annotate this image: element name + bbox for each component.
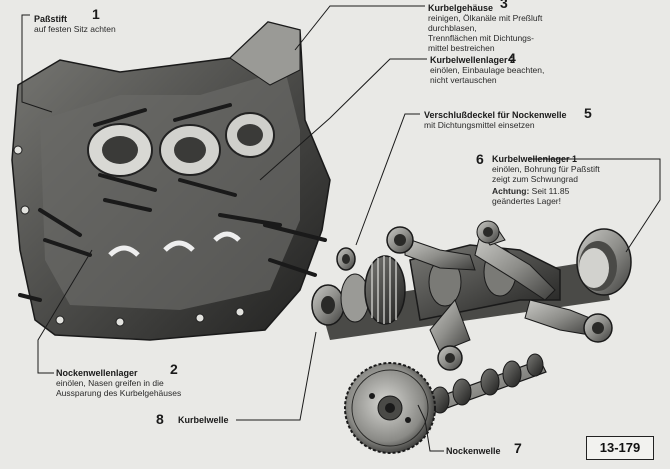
callout-camshaft: 7 Nockenwelle [446, 440, 522, 456]
callout-description: reinigen, Ölkanäle mit Preßluft durchbla… [428, 13, 543, 53]
callout-dowel-pin: 1 Paßstift auf festen Sitz achten [34, 6, 116, 34]
crankshaft-bearing-1 [576, 228, 632, 296]
warning-label: Achtung: [492, 186, 530, 196]
callout-crankshaft-bearing-2: 4 Kurbelwellenlager 2 einölen, Einbaulag… [430, 50, 544, 85]
callout-number: 2 [170, 361, 178, 377]
callout-number: 5 [584, 105, 592, 121]
callout-title: Kurbelwellenlager 1 [492, 154, 578, 164]
callout-crankshaft: 8 Kurbelwelle [156, 411, 229, 427]
callout-number: 8 [156, 411, 164, 427]
callout-number: 6 [476, 151, 484, 167]
callout-number: 3 [500, 0, 508, 11]
leader-lines [21, 5, 661, 452]
callout-title: Kurbelwelle [178, 415, 229, 425]
callout-camshaft-bearing: 2 Nockenwellenlager einölen, Nasen greif… [56, 360, 181, 398]
crankcase-half [11, 21, 331, 341]
callout-number: 1 [92, 6, 100, 22]
warning-text: Seit 11.85 geändertes Lager! [492, 186, 570, 206]
callout-title: Verschlußdeckel für Nockenwelle [424, 110, 567, 120]
callout-title: Nockenwellenlager [56, 368, 138, 378]
callout-description: mit Dichtungsmittel einsetzen [424, 120, 535, 130]
callout-closure-cap: 5 Verschlußdeckel für Nockenwelle mit Di… [424, 105, 592, 130]
callout-title: Kurbelwellenlager 2 [430, 55, 516, 65]
callout-number: 7 [514, 440, 522, 456]
camshaft-closure-cap [336, 247, 356, 271]
crankshaft-assembly [311, 220, 613, 371]
camshaft [344, 353, 547, 454]
callout-crankshaft-bearing-1: 6 Kurbelwellenlager 1 einölen, Bohrung f… [476, 151, 600, 206]
callout-description: auf festen Sitz achten [34, 24, 116, 34]
callout-warning: Achtung: Seit 11.85 geändertes Lager! [492, 186, 600, 206]
callout-crankcase: 3 Kurbelgehäuse reinigen, Ölkanäle mit P… [428, 0, 542, 53]
callout-description: einölen, Bohrung für Paßstift zeigt zum … [492, 164, 600, 184]
callout-title: Paßstift [34, 14, 68, 24]
callout-number: 4 [508, 50, 516, 66]
callout-title: Kurbelgehäuse [428, 3, 494, 13]
figure-reference: 13-179 [586, 436, 654, 460]
callout-description: einölen, Einbaulage beachten, nicht vert… [430, 65, 545, 85]
callout-description: einölen, Nasen greifen in die Aussparung… [56, 378, 182, 398]
callout-title: Nockenwelle [446, 446, 501, 456]
